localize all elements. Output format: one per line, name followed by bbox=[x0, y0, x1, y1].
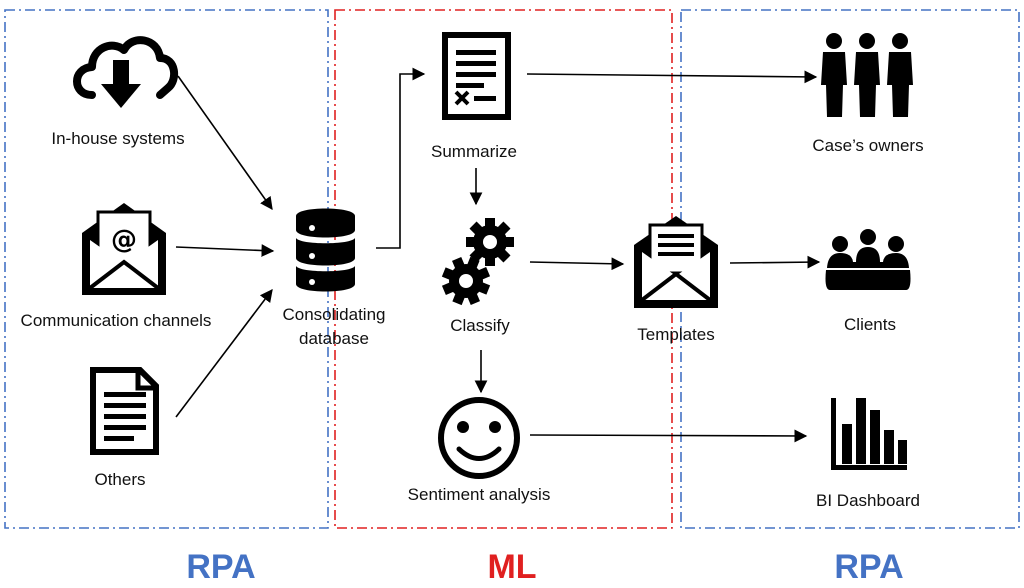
meeting-table-icon bbox=[825, 229, 911, 290]
label-consolidating: Consolidating bbox=[282, 305, 386, 324]
section-label-rpa-right: RPA bbox=[834, 548, 904, 586]
label-summarize: Summarize bbox=[431, 142, 517, 161]
arrow-classify-to-templates bbox=[529, 257, 625, 271]
people-group-icon bbox=[821, 33, 913, 117]
label-classify: Classify bbox=[450, 316, 510, 335]
arrow-sentiment-to-bi bbox=[529, 429, 808, 443]
arrow-templates-to-clients bbox=[729, 255, 821, 269]
database-icon bbox=[296, 208, 355, 292]
label-clients: Clients bbox=[844, 315, 896, 334]
envelope-letter-icon bbox=[634, 216, 718, 308]
section-box-rpa-right bbox=[680, 9, 1020, 529]
label-database: database bbox=[299, 329, 369, 348]
section-label-ml: ML bbox=[487, 548, 537, 586]
section-label-rpa-left: RPA bbox=[186, 548, 256, 586]
label-communication-channels: Communication channels bbox=[20, 311, 212, 330]
cloud-download-icon bbox=[73, 36, 179, 108]
contract-document-icon bbox=[442, 32, 511, 120]
label-sentiment-analysis: Sentiment analysis bbox=[407, 485, 551, 504]
smiley-face-icon bbox=[438, 397, 520, 479]
arrow-database-to-summarize bbox=[376, 67, 426, 249]
bar-chart-icon bbox=[831, 398, 907, 470]
envelope-at-icon: @ bbox=[82, 203, 166, 295]
arrow-others-to-database bbox=[175, 288, 273, 418]
arrow-inhouse-to-database bbox=[177, 75, 273, 211]
label-in-house-systems: In-house systems bbox=[51, 129, 185, 148]
svg-text:@: @ bbox=[111, 225, 137, 255]
section-box-rpa-left bbox=[4, 9, 329, 529]
document-icon bbox=[90, 367, 159, 455]
label-bi-dashboard: BI Dashboard bbox=[816, 491, 920, 510]
arrow-summarize-to-owners bbox=[526, 70, 818, 84]
label-cases-owners: Case’s owners bbox=[812, 136, 924, 155]
arrow-communication-to-database bbox=[175, 244, 275, 257]
label-templates: Templates bbox=[637, 325, 715, 344]
gears-icon bbox=[441, 218, 514, 306]
label-others: Others bbox=[94, 470, 146, 489]
